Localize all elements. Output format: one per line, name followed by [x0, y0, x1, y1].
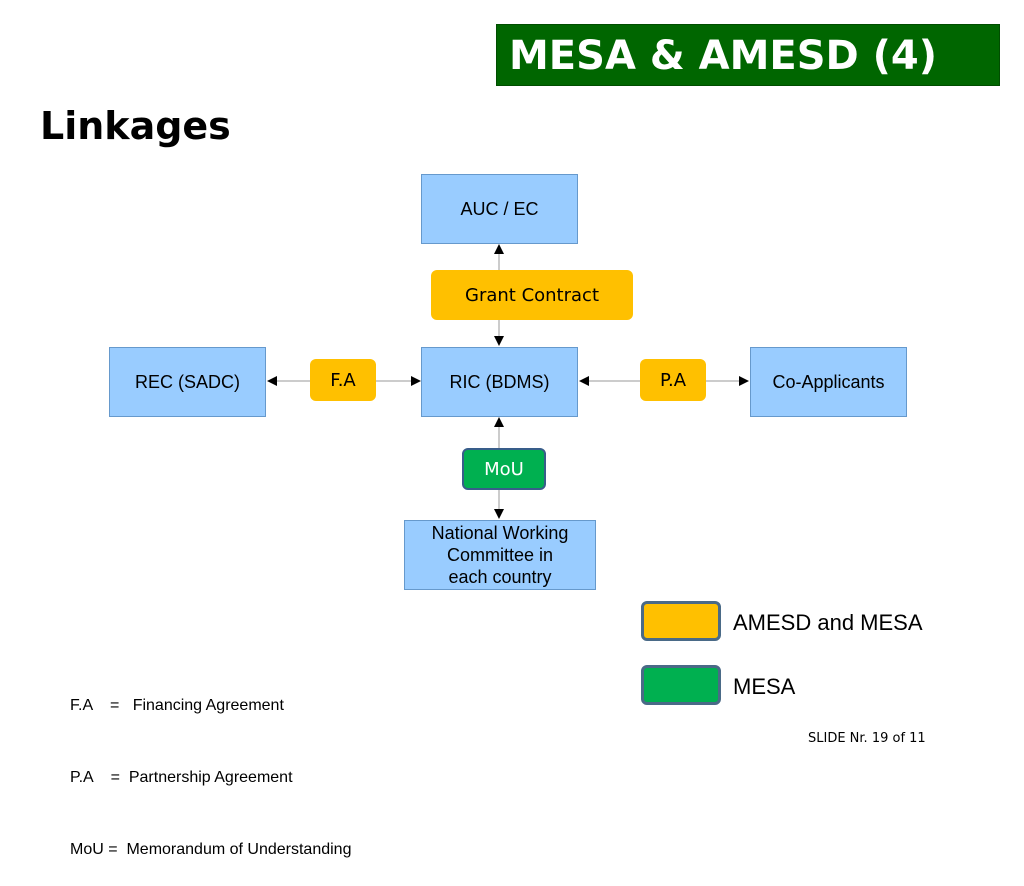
abbreviation-list: F.A = Financing Agreement P.A = Partners… — [70, 646, 351, 886]
node-rec-sadc: REC (SADC) — [109, 347, 266, 417]
node-ric-bdms-label: RIC (BDMS) — [449, 372, 550, 392]
abbreviation-fa: F.A = Financing Agreement — [70, 697, 284, 714]
node-ric-bdms: RIC (BDMS) — [421, 347, 578, 417]
slide-title: MESA & AMESD (4) — [496, 24, 1000, 86]
nwc-line-3: each country — [448, 567, 552, 587]
connector-lines — [267, 244, 749, 519]
pa-tag: P.A — [640, 359, 706, 401]
mou-tag: MoU — [462, 448, 546, 490]
legend-label-amesd-mesa: AMESD and MESA — [733, 610, 923, 635]
legend-swatch-mesa — [641, 665, 721, 705]
node-auc-ec: AUC / EC — [421, 174, 578, 244]
slide-subtitle: Linkages — [40, 104, 231, 148]
legend-swatch-amesd-mesa — [641, 601, 721, 641]
node-co-applicants: Co-Applicants — [750, 347, 907, 417]
fa-label: F.A — [330, 369, 356, 391]
abbreviation-mou: MoU = Memorandum of Understanding — [70, 841, 352, 858]
slide-number: SLIDE Nr. 19 of 11 — [808, 731, 926, 746]
node-auc-ec-label: AUC / EC — [460, 199, 539, 219]
grant-contract-tag: Grant Contract — [431, 270, 633, 320]
node-national-working-committee: National Working Committee in each count… — [404, 520, 596, 590]
nwc-line-1: National Working — [431, 523, 569, 543]
node-co-applicants-label: Co-Applicants — [772, 372, 885, 392]
fa-tag: F.A — [310, 359, 376, 401]
node-rec-sadc-label: REC (SADC) — [134, 372, 240, 392]
pa-label: P.A — [659, 369, 687, 391]
legend-label-mesa: MESA — [733, 674, 796, 699]
mou-label: MoU — [484, 458, 524, 480]
nwc-line-2: Committee in — [446, 545, 553, 565]
grant-contract-label: Grant Contract — [465, 284, 599, 306]
abbreviation-pa: P.A = Partnership Agreement — [70, 769, 293, 786]
